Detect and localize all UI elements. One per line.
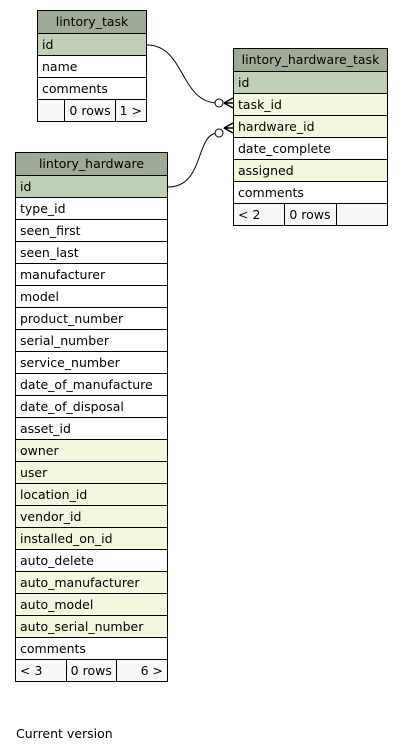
footer-children-link[interactable]: 6 > (140, 663, 164, 678)
diagram-caption: Current version (16, 726, 113, 741)
table-title[interactable]: lintory_hardware (16, 153, 167, 176)
column-row-id[interactable]: id (234, 72, 387, 94)
footer-parents-link[interactable]: < 3 (16, 660, 67, 681)
link-task-crowfoot (223, 97, 234, 109)
footer-parents-link (38, 100, 66, 121)
table-title[interactable]: lintory_hardware_task (234, 49, 387, 72)
column-row-name[interactable]: name (38, 56, 146, 78)
column-row-id[interactable]: id (16, 176, 167, 198)
column-row-assigned[interactable]: assigned (234, 160, 387, 182)
column-row-date-of-disposal[interactable]: date_of_disposal (16, 396, 167, 418)
column-row-date-complete[interactable]: date_complete (234, 138, 387, 160)
column-row-location-id[interactable]: location_id (16, 484, 167, 506)
column-row-id[interactable]: id (38, 34, 146, 56)
column-row-auto-model[interactable]: auto_model (16, 594, 167, 616)
column-row-vendor-id[interactable]: vendor_id (16, 506, 167, 528)
column-row-manufacturer[interactable]: manufacturer (16, 264, 167, 286)
link-task-optional-marker (214, 98, 224, 108)
footer-children-link (337, 204, 387, 225)
column-row-date-of-manufacture[interactable]: date_of_manufacture (16, 374, 167, 396)
column-row-auto-delete[interactable]: auto_delete (16, 550, 167, 572)
link-task-id-to-task (146, 44, 219, 104)
footer-row-count[interactable]: 0 rows (65, 100, 116, 121)
column-row-hardware-id[interactable]: hardware_id (234, 116, 387, 138)
column-row-comments[interactable]: comments (234, 182, 387, 204)
footer-row-count[interactable]: 0 rows (67, 660, 118, 681)
footer-row-count[interactable]: 0 rows (285, 204, 337, 225)
link-hardware-crowfoot (223, 122, 234, 134)
column-row-auto-serial-number[interactable]: auto_serial_number (16, 616, 167, 638)
column-row-user[interactable]: user (16, 462, 167, 484)
column-row-asset-id[interactable]: asset_id (16, 418, 167, 440)
column-row-serial-number[interactable]: serial_number (16, 330, 167, 352)
footer-parents-link[interactable]: < 2 (234, 204, 286, 225)
column-row-task-id[interactable]: task_id (234, 94, 387, 116)
link-hardware-id-to-hardware (167, 132, 219, 188)
column-row-service-number[interactable]: service_number (16, 352, 167, 374)
column-row-type-id[interactable]: type_id (16, 198, 167, 220)
column-row-product-number[interactable]: product_number (16, 308, 167, 330)
link-hardware-optional-marker (214, 128, 224, 138)
column-row-comments[interactable]: comments (16, 638, 167, 660)
column-row-comments[interactable]: comments (38, 78, 146, 100)
column-row-model[interactable]: model (16, 286, 167, 308)
table-title[interactable]: lintory_task (38, 11, 146, 34)
column-row-seen-last[interactable]: seen_last (16, 242, 167, 264)
column-row-installed-on-id[interactable]: installed_on_id (16, 528, 167, 550)
column-row-auto-manufacturer[interactable]: auto_manufacturer (16, 572, 167, 594)
column-row-seen-first[interactable]: seen_first (16, 220, 167, 242)
footer-children-link[interactable]: 1 > (119, 103, 142, 118)
column-row-owner[interactable]: owner (16, 440, 167, 462)
